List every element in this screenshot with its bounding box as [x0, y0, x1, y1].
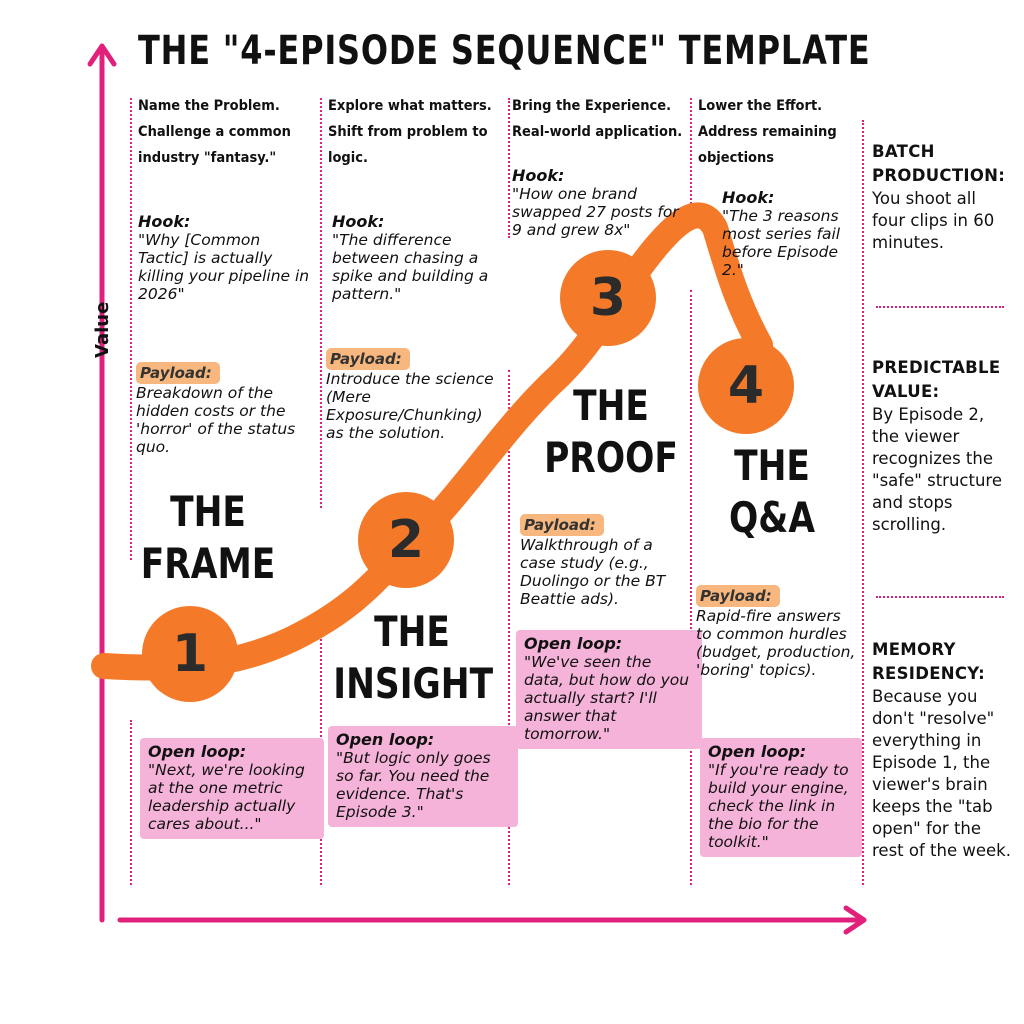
episode-1-intro: Name the Problem. Challenge a common ind… — [138, 98, 291, 166]
episode-3-loop-label: Open loop: — [524, 634, 623, 653]
episode-2-payload-text: Introduce the science (Mere Exposure/Chu… — [326, 370, 494, 442]
episode-1-number: 1 — [142, 606, 238, 702]
episode-1-hook: Hook: "Why [Common Tactic] is actually k… — [138, 212, 310, 303]
episode-2-payload: Payload: Introduce the science (Mere Exp… — [326, 348, 498, 442]
episode-4-payload-text: Rapid-fire answers to common hurdles (bu… — [696, 607, 856, 679]
episode-1-hook-label: Hook: — [138, 212, 191, 231]
episode-3-hook-text: "How one brand swapped 27 posts for 9 an… — [512, 185, 679, 239]
episode-4-hook-text: "The 3 reasons most series fail before E… — [722, 207, 841, 279]
side-note-3-text: Because you don't "resolve" everything i… — [872, 687, 1011, 860]
side-note-2-label: PREDICTABLE VALUE: — [872, 358, 1001, 401]
episode-2-intro: Explore what matters. Shift from problem… — [328, 98, 492, 166]
side-note-1-label: BATCH PRODUCTION: — [872, 142, 1006, 185]
side-note-2-text: By Episode 2, the viewer recognizes the … — [872, 405, 1002, 534]
column-divider-3 — [508, 98, 510, 238]
episode-3-name: THE PROOF — [533, 380, 689, 484]
episode-3-hook-label: Hook: — [512, 166, 565, 185]
episode-3-payload-text: Walkthrough of a case study (e.g., Duoli… — [520, 536, 666, 608]
episode-1-name-line2: FRAME — [140, 539, 276, 588]
episode-1-hook-text: "Why [Common Tactic] is actually killing… — [138, 231, 310, 303]
column-divider-2 — [320, 98, 322, 508]
value-curve-line — [91, 202, 773, 681]
episode-3-hook: Hook: "How one brand swapped 27 posts fo… — [512, 166, 684, 239]
episode-4-number: 4 — [698, 338, 794, 434]
side-note-batch-production: BATCH PRODUCTION: You shoot all four cli… — [872, 140, 1014, 254]
side-note-memory-residency: MEMORY RESIDENCY: Because you don't "res… — [872, 638, 1014, 862]
episode-4-loop-text: "If you're ready to build your engine, c… — [708, 761, 849, 851]
column-divider-5 — [862, 120, 864, 885]
episode-3-loop-text: "We've seen the data, but how do you act… — [524, 653, 690, 743]
episode-4-loop-label: Open loop: — [708, 742, 807, 761]
episode-2-name: THE INSIGHT — [333, 606, 494, 710]
episode-2-loop-label: Open loop: — [336, 730, 435, 749]
side-note-1-text: You shoot all four clips in 60 minutes. — [872, 189, 995, 252]
episode-3-intro: Bring the Experience. Real-world applica… — [512, 98, 683, 140]
episode-2-name-line2: INSIGHT — [333, 659, 494, 708]
episode-2-open-loop: Open loop: "But logic only goes so far. … — [328, 726, 518, 827]
side-note-3-label: MEMORY RESIDENCY: — [872, 640, 985, 683]
episode-4-payload: Payload: Rapid-fire answers to common hu… — [696, 585, 856, 679]
episode-1-payload-label: Payload: — [136, 362, 220, 384]
y-axis-arrow-icon — [87, 43, 117, 67]
episode-2-number: 2 — [358, 492, 454, 588]
x-axis-arrow-icon — [843, 905, 867, 935]
column-divider-4 — [690, 98, 692, 208]
side-divider-2 — [876, 596, 1004, 598]
episode-3-payload: Payload: Walkthrough of a case study (e.… — [520, 514, 688, 608]
column-divider-1b — [130, 720, 132, 885]
episode-4-name-line1: THE — [734, 441, 810, 490]
episode-4-open-loop: Open loop: "If you're ready to build you… — [700, 738, 862, 857]
episode-2-payload-label: Payload: — [326, 348, 410, 370]
column-divider-1 — [130, 98, 132, 560]
side-divider-1 — [876, 306, 1004, 308]
episode-3-payload-label: Payload: — [520, 514, 604, 536]
episode-1-payload: Payload: Breakdown of the hidden costs o… — [136, 362, 308, 456]
episode-1-loop-text: "Next, we're looking at the one metric l… — [148, 761, 305, 833]
episode-1-name-line1: THE — [170, 487, 246, 536]
episode-1-name: THE FRAME — [134, 486, 282, 590]
episode-2-name-line1: THE — [374, 607, 450, 656]
episode-2-hook: Hook: "The difference between chasing a … — [332, 212, 504, 303]
episode-2-hook-label: Hook: — [332, 212, 385, 231]
episode-1-open-loop: Open loop: "Next, we're looking at the o… — [140, 738, 324, 839]
episode-4-name-line2: Q&A — [729, 493, 815, 542]
episode-4-payload-label: Payload: — [696, 585, 780, 607]
column-divider-3b — [508, 370, 510, 885]
episode-4-hook: Hook: "The 3 reasons most series fail be… — [722, 188, 858, 279]
episode-4-intro: Lower the Effort. Address remaining obje… — [698, 98, 837, 166]
page-title: THE "4-EPISODE SEQUENCE" TEMPLATE — [138, 28, 871, 74]
episode-3-name-line2: PROOF — [544, 433, 678, 482]
y-axis-label: Value — [92, 301, 113, 358]
episode-2-hook-text: "The difference between chasing a spike … — [332, 231, 489, 303]
episode-4-hook-label: Hook: — [722, 188, 775, 207]
episode-3-open-loop: Open loop: "We've seen the data, but how… — [516, 630, 702, 749]
episode-3-name-line1: THE — [573, 381, 649, 430]
column-divider-4b — [690, 290, 692, 885]
episode-1-payload-text: Breakdown of the hidden costs or the 'ho… — [136, 384, 296, 456]
episode-3-number: 3 — [560, 250, 656, 346]
episode-2-loop-text: "But logic only goes so far. You need th… — [336, 749, 491, 821]
episode-1-loop-label: Open loop: — [148, 742, 247, 761]
side-note-predictable-value: PREDICTABLE VALUE: By Episode 2, the vie… — [872, 356, 1014, 536]
episode-4-name: THE Q&A — [706, 440, 837, 544]
